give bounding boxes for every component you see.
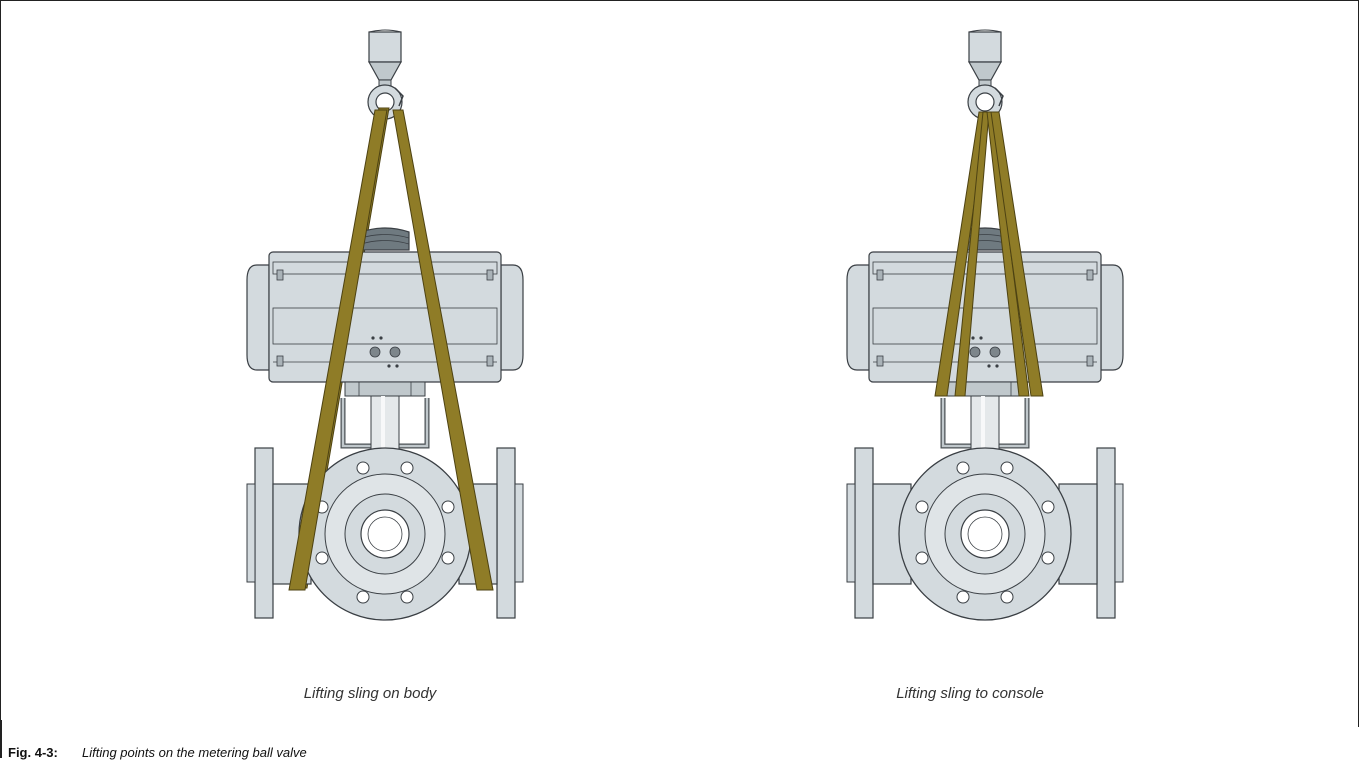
figure-caption-row: Fig. 4-3: Lifting points on the metering… (0, 720, 1360, 760)
panel-right-illustration (847, 29, 1123, 620)
figure-label: Fig. 4-3: (8, 745, 58, 760)
panel-left-caption: Lifting sling on body (303, 685, 437, 702)
caption-bar (0, 720, 2, 758)
figure-caption: Lifting points on the metering ball valv… (82, 745, 307, 760)
sling-left-front (288, 109, 388, 591)
panel-left-illustration (247, 29, 523, 620)
sling-right-front (392, 109, 494, 591)
sling-right (990, 111, 1044, 397)
figure-frame (0, 0, 1359, 727)
panel-right-caption: Lifting sling to console (896, 685, 1044, 702)
